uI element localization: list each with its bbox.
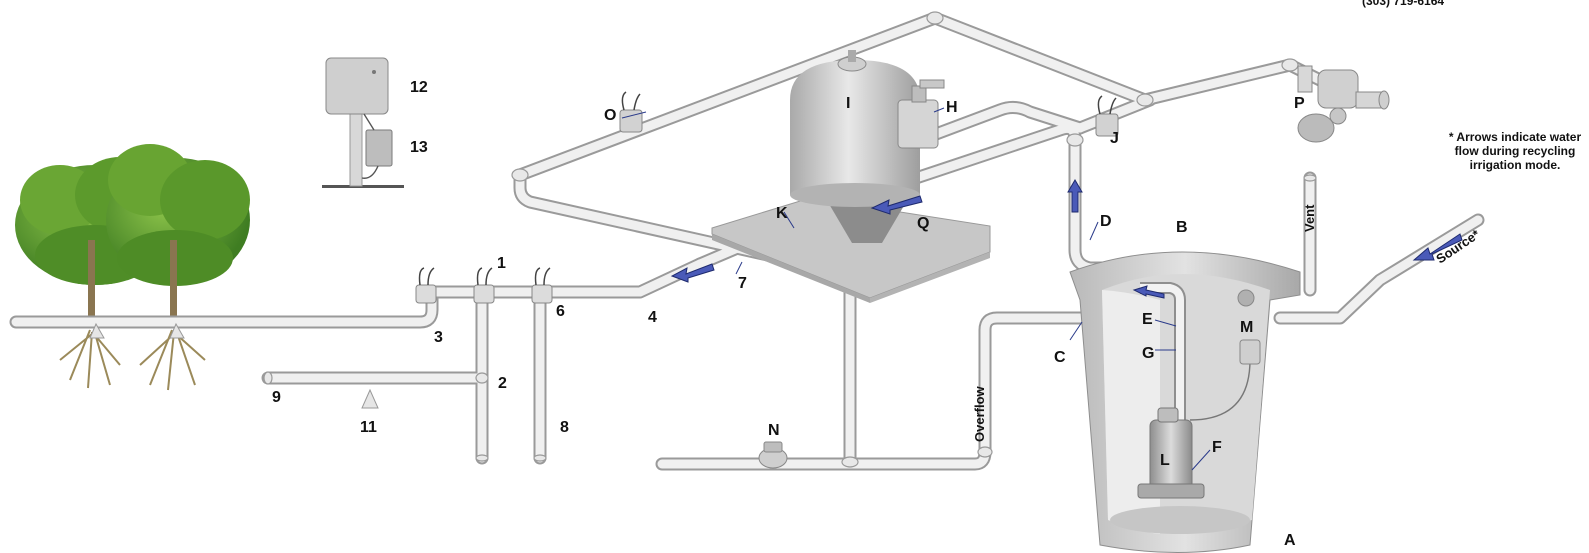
arrow-to-filter	[870, 195, 923, 215]
label-11: 11	[360, 419, 377, 436]
label-9: 9	[272, 389, 281, 406]
label-H: H	[946, 99, 958, 116]
valve-3	[415, 267, 437, 304]
label-P: P	[1294, 95, 1305, 112]
label-N: N	[768, 422, 780, 439]
arrow-riser-up	[1067, 179, 1083, 213]
label-L: L	[1160, 452, 1170, 469]
float-switch	[1239, 339, 1261, 365]
emitter-11	[361, 388, 379, 409]
label-G: G	[1142, 345, 1154, 362]
zone-valves	[415, 267, 553, 304]
label-I: I	[846, 95, 850, 112]
solenoid-valve-o	[619, 91, 643, 133]
submersible-pump	[1137, 407, 1205, 499]
water-meter	[758, 441, 788, 469]
tree-right	[106, 144, 250, 391]
irrigation-controller	[322, 57, 404, 188]
storage-tank	[1069, 251, 1301, 553]
controller-box-12	[325, 57, 389, 115]
flow-arrows	[670, 179, 1463, 299]
label-K: K	[776, 205, 788, 222]
valve-6	[531, 267, 553, 304]
label-B: B	[1176, 219, 1188, 236]
label-8: 8	[560, 419, 569, 436]
leader-lines	[621, 107, 1211, 471]
label-M: M	[1240, 319, 1253, 336]
filter-platform	[711, 197, 991, 303]
label-12: 12	[410, 79, 428, 96]
label-O: O	[604, 107, 616, 124]
callout-labels: A B C D E F G H I J K L M N O P Q 1 2 3 …	[272, 79, 1305, 549]
label-Q: Q	[917, 215, 929, 232]
label-7: 7	[738, 275, 747, 292]
valve-1	[473, 267, 495, 304]
label-D: D	[1100, 213, 1112, 230]
label-J: J	[1110, 130, 1119, 147]
multiport-valve	[897, 79, 945, 149]
pipe-label-overflow: Overflow	[972, 385, 987, 442]
backflow-preventer	[1297, 65, 1390, 143]
arrow-source-inflow	[1412, 233, 1463, 261]
drip-emitters	[89, 322, 379, 409]
flow-arrows-note: * Arrows indicate water flow during recy…	[1448, 130, 1582, 172]
label-6: 6	[556, 303, 565, 320]
controller-module-13	[365, 129, 393, 167]
emitter-tree-left	[89, 322, 105, 339]
pipe-label-vent: Vent	[1302, 204, 1317, 232]
label-4: 4	[648, 309, 657, 326]
label-3: 3	[434, 329, 443, 346]
phone-number-fragment: (303) 719-6164	[1362, 0, 1445, 8]
emitter-tree-right	[169, 322, 185, 339]
label-C: C	[1054, 349, 1066, 366]
arrow-riser-top	[1132, 285, 1165, 299]
solenoid-valve-j	[1095, 95, 1119, 137]
label-2: 2	[498, 375, 507, 392]
label-1: 1	[497, 255, 506, 272]
label-A: A	[1284, 532, 1296, 549]
label-E: E	[1142, 311, 1153, 328]
label-F: F	[1212, 439, 1222, 456]
trees-illustration	[15, 144, 250, 391]
label-13: 13	[410, 139, 428, 156]
arrow-lateral-7	[670, 263, 715, 283]
